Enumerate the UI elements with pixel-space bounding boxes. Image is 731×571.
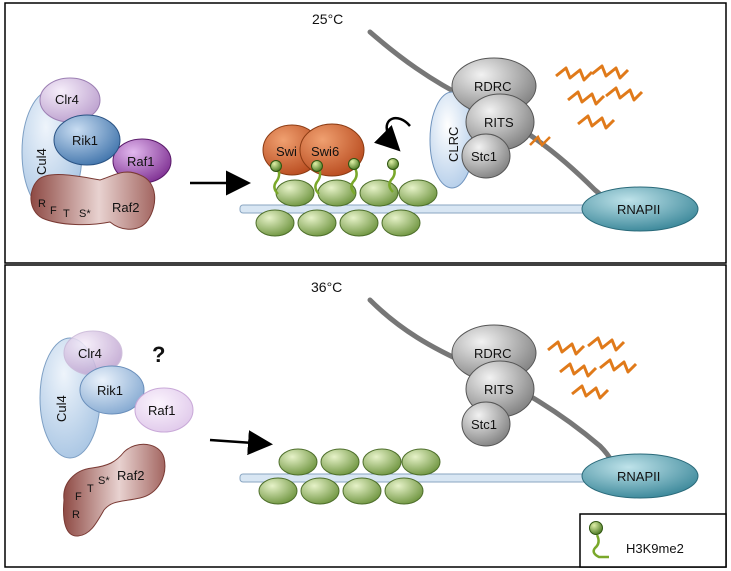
motif-s-bottom: S* <box>98 475 110 487</box>
nucleosome <box>359 179 399 207</box>
histone-tail <box>273 167 281 195</box>
nucleosome <box>297 209 337 237</box>
sirna-duplex <box>567 90 606 106</box>
clr4-label-top: Clr4 <box>55 92 79 107</box>
raf2-label-top: Raf2 <box>112 200 139 215</box>
rdrc-label-top: RDRC <box>474 79 512 94</box>
histone-tail <box>388 165 396 193</box>
nucleosome <box>300 477 340 505</box>
legend-label: H3K9me2 <box>626 541 684 556</box>
motif-f-top: F <box>50 205 57 217</box>
panel-top-frame <box>4 2 727 264</box>
recruitment-arrow-bottom <box>209 430 273 456</box>
methyl-bead <box>311 160 323 172</box>
clr4-label-bottom: Clr4 <box>78 346 102 361</box>
rnapii-label-bottom: RNAPII <box>617 469 660 484</box>
methyl-bead <box>348 158 360 170</box>
sirna-duplex <box>591 64 630 80</box>
histone-tail <box>314 167 322 195</box>
clrc-subunits-top: Cul4 Clr4 Raf1 Raf2 R F T S* Rik1 <box>21 77 172 230</box>
sirna-duplex <box>577 114 616 130</box>
methyl-bead <box>387 158 399 170</box>
nucleosome <box>255 209 295 237</box>
sirna-duplex <box>605 86 644 102</box>
nucleosome <box>278 448 318 476</box>
sirna-duplex <box>559 362 598 378</box>
temperature-label-bottom: 36°C <box>311 279 342 295</box>
rits-label-top: RITS <box>484 115 514 130</box>
question-mark: ? <box>152 342 165 367</box>
motif-t-top: T <box>63 208 70 220</box>
raf2-protein-top <box>30 171 156 230</box>
nucleosome <box>362 448 402 476</box>
raf1-label-bottom: Raf1 <box>148 403 175 418</box>
nucleosome <box>398 179 438 207</box>
motif-r-top: R <box>38 198 46 210</box>
swi6-label-left: Swi <box>276 144 297 159</box>
swi6-label-right: Swi6 <box>311 144 339 159</box>
nucleosome <box>339 209 379 237</box>
motif-t-bottom: T <box>87 483 94 495</box>
rnapii-top <box>581 186 699 232</box>
dna-fiber-top <box>239 204 641 214</box>
cul4-label-top: Cul4 <box>34 148 49 175</box>
rik1-protein-bottom <box>79 365 145 415</box>
sirna-duplex <box>555 66 594 82</box>
raf2-protein-bottom <box>63 443 166 537</box>
stc1-label-top: Stc1 <box>471 149 497 164</box>
nucleosome <box>384 477 424 505</box>
clrc-label: CLRC <box>446 127 461 162</box>
motif-r-bottom: R <box>72 509 80 521</box>
rik1-label-top: Rik1 <box>72 133 98 148</box>
rnapii-label-top: RNAPII <box>617 202 660 217</box>
sirna-in-rits <box>529 134 551 148</box>
raf2-label-bottom: Raf2 <box>117 468 144 483</box>
sirna-cluster-top <box>555 64 644 130</box>
nucleosome <box>401 448 441 476</box>
panel-bottom-frame <box>4 264 727 568</box>
sirna-duplex <box>547 340 586 356</box>
rdrc-label-bottom: RDRC <box>474 346 512 361</box>
raf1-label-top: Raf1 <box>127 154 154 169</box>
nucleosome <box>381 209 421 237</box>
rik1-protein-top <box>53 114 121 166</box>
nucleosome <box>342 477 382 505</box>
nucleosome <box>320 448 360 476</box>
methylation-curved-arrow <box>374 116 411 152</box>
h3k9me2-marks-top <box>273 165 396 195</box>
motif-s-top: S* <box>79 208 91 220</box>
methyl-bead <box>270 160 282 172</box>
cul4-label-bottom: Cul4 <box>54 395 69 422</box>
rnapii-bottom <box>581 453 699 499</box>
sirna-duplex <box>599 358 638 374</box>
stc1-protein-bottom <box>461 401 511 447</box>
sirna-duplex <box>587 336 626 352</box>
legend-methyl-bead <box>589 521 603 535</box>
legend: H3K9me2 <box>579 513 727 568</box>
nucleosomes-bottom <box>258 448 441 505</box>
rik1-label-bottom: Rik1 <box>97 383 123 398</box>
sirna-duplex <box>571 384 610 400</box>
panel-bottom: 36°C RNAPII RDRC RITS Stc1 <box>39 279 727 568</box>
sirna-cluster-bottom <box>547 336 638 400</box>
raf1-protein-bottom <box>134 387 194 433</box>
nucleosome <box>317 179 357 207</box>
motif-f-bottom: F <box>75 491 82 503</box>
clrc-subunits-bottom: Cul4 Clr4 Rik1 Raf1 ? Raf2 F T S* R <box>39 330 194 537</box>
rits-label-bottom: RITS <box>484 382 514 397</box>
stc1-protein-top <box>461 133 511 179</box>
stc1-label-bottom: Stc1 <box>471 417 497 432</box>
histone-tail <box>350 167 358 195</box>
temperature-label-top: 25°C <box>312 11 343 27</box>
panel-top: 25°C RNAPII Swi Swi6 <box>21 11 699 237</box>
legend-histone-tail <box>592 534 609 559</box>
nucleosome <box>258 477 298 505</box>
nucleosome <box>275 179 315 207</box>
